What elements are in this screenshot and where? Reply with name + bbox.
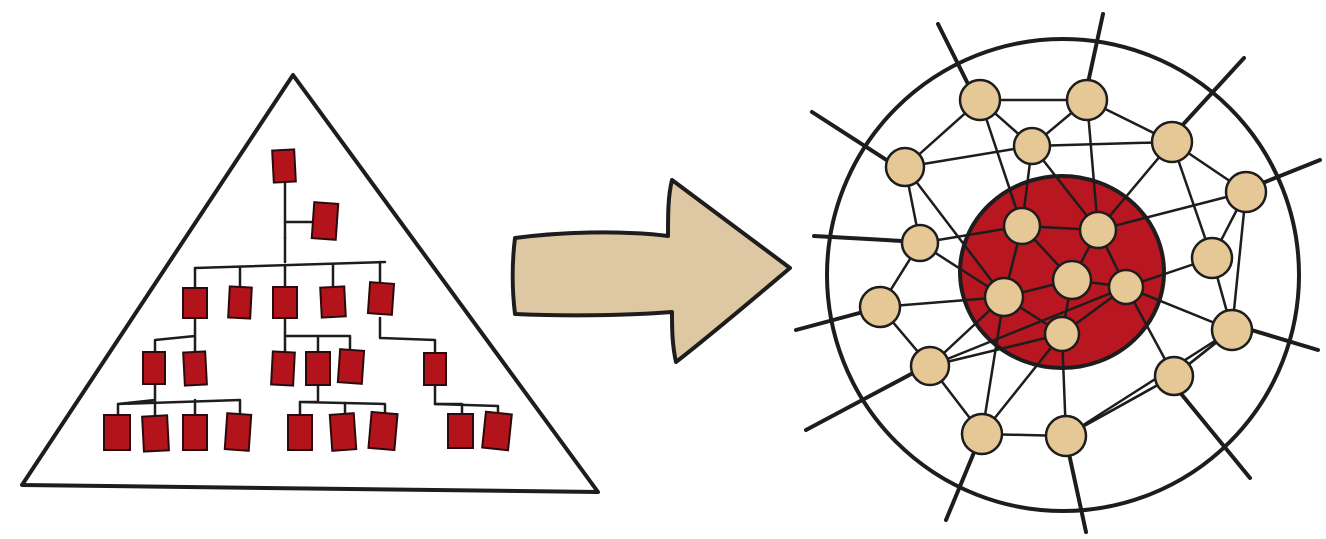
hierarchy-box xyxy=(481,410,513,452)
hierarchy-box xyxy=(366,281,396,316)
hierarchy-box xyxy=(447,413,474,449)
hierarchy-box xyxy=(223,412,253,452)
hierarchy-box xyxy=(336,348,366,385)
hierarchy-box xyxy=(103,414,131,451)
network-node xyxy=(909,345,951,387)
network-outer-ring xyxy=(825,37,1301,513)
transition-arrow xyxy=(510,178,792,364)
network-node xyxy=(1065,78,1109,122)
network-inner-node xyxy=(1107,268,1145,306)
network-node xyxy=(960,412,1004,456)
network-node xyxy=(1012,126,1052,166)
network-inner-node xyxy=(983,276,1025,318)
network-node xyxy=(1044,414,1088,458)
network-node xyxy=(900,223,940,263)
hierarchy-box xyxy=(367,410,399,452)
network-circle xyxy=(794,12,1322,534)
network-node xyxy=(958,78,1002,122)
hierarchy-box xyxy=(227,285,253,320)
network-links xyxy=(878,98,1248,438)
hierarchy-pyramid xyxy=(20,73,600,494)
arrow-shape xyxy=(510,178,792,364)
hierarchy-box xyxy=(182,350,208,387)
network-node xyxy=(1224,170,1268,214)
hierarchy-box xyxy=(271,148,297,184)
pyramid-outline xyxy=(20,73,600,494)
hierarchy-box xyxy=(272,286,298,319)
network-inner-node xyxy=(1002,206,1042,246)
hierarchy-box xyxy=(182,414,208,451)
network-node xyxy=(858,285,902,329)
hierarchy-box xyxy=(328,412,358,452)
network-node xyxy=(1150,120,1194,164)
network-inner-node xyxy=(1051,259,1093,301)
network-spokes xyxy=(794,12,1322,534)
hierarchy-box xyxy=(305,351,331,386)
network-inner-node xyxy=(1078,210,1118,250)
network-node xyxy=(884,146,926,188)
network-node xyxy=(1190,236,1234,280)
network-inner-node xyxy=(1043,315,1081,353)
network-node xyxy=(1153,355,1195,397)
hierarchy-box xyxy=(270,350,296,387)
hierarchy-box xyxy=(141,414,170,453)
hierarchy-box xyxy=(142,351,166,385)
hierarchy-box xyxy=(287,414,313,451)
hierarchy-box xyxy=(423,352,447,386)
hierarchy-box xyxy=(182,287,208,319)
network-node xyxy=(1210,308,1254,352)
hierarchy-box xyxy=(310,201,340,241)
hierarchy-box xyxy=(319,285,347,319)
